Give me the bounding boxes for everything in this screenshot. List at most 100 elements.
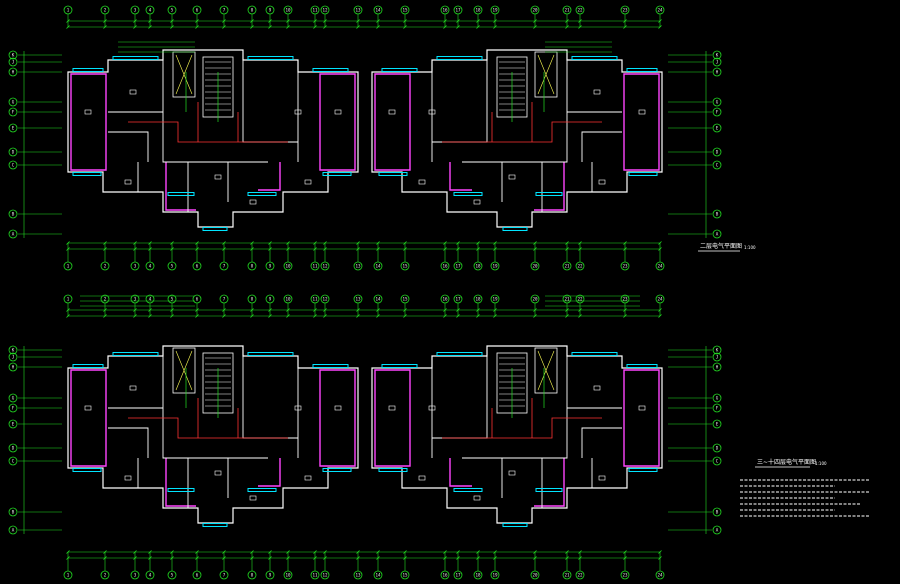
dimension-tick: [623, 241, 627, 245]
dimension-tick: [222, 314, 226, 318]
dimension-tick: [456, 314, 460, 318]
dimension-tick: [403, 241, 407, 245]
upper-column-bubble: 11: [310, 5, 320, 15]
lower-column-bubble: 12: [320, 294, 330, 304]
axis-label: 20: [532, 8, 538, 13]
lower-column-bubble: 20: [530, 570, 540, 580]
axis-label: E: [12, 422, 15, 427]
dimension-tick: [66, 556, 70, 560]
lower-column-bubble: 20: [530, 294, 540, 304]
design-notes: [740, 479, 870, 517]
lower-unit-left: [67, 345, 359, 527]
upper-column-bubble: 8: [247, 5, 257, 15]
fixture-symbol: [418, 179, 426, 185]
axis-label: B: [12, 212, 15, 217]
axis-label: A: [716, 232, 719, 237]
axis-label: 1: [67, 8, 70, 13]
dimension-tick: [133, 19, 137, 23]
axis-label: 12: [322, 8, 328, 13]
axis-label: 15: [402, 8, 408, 13]
upper-column-bubble: 10: [283, 261, 293, 271]
dimension-tick: [195, 314, 199, 318]
axis-label: 3: [134, 8, 137, 13]
dimension-tick: [623, 550, 627, 554]
dimension-tick: [148, 241, 152, 245]
upper-row-bubble-left: E: [8, 123, 18, 133]
dimension-tick: [313, 550, 317, 554]
dimension-tick: [103, 314, 107, 318]
axis-label: 1: [67, 264, 70, 269]
window: [378, 468, 408, 472]
exterior-wall: [371, 49, 663, 228]
axis-label: 3: [134, 297, 137, 302]
lower-plan-title-block: 三~十四层电气平面图 1:100: [755, 458, 827, 468]
window: [322, 468, 352, 472]
dimension-tick: [133, 241, 137, 245]
dimension-tick: [456, 241, 460, 245]
lower-plan-scale: 1:100: [815, 461, 827, 466]
fixture-symbol: [294, 405, 302, 411]
dimension-tick: [66, 241, 70, 245]
exterior-wall: [371, 345, 663, 524]
window: [72, 364, 104, 368]
dimension-tick: [268, 25, 272, 29]
axis-label: G: [716, 100, 719, 105]
fixture-symbol: [473, 495, 481, 501]
axis-label: 2: [104, 264, 107, 269]
upper-column-bubble: 20: [530, 261, 540, 271]
dimension-tick: [356, 25, 360, 29]
bedroom-partition: [623, 369, 660, 467]
axis-label: 20: [532, 264, 538, 269]
dimension-tick: [222, 19, 226, 23]
dimension-tick: [376, 308, 380, 312]
upper-unit-right: [371, 49, 663, 231]
dimension-tick: [313, 19, 317, 23]
axis-label: 5: [171, 8, 174, 13]
electrical-circuit: [128, 398, 288, 439]
fixture-symbol: [334, 405, 342, 411]
fixture-symbol: [418, 475, 426, 481]
dimension-tick: [356, 247, 360, 251]
lower-column-bubble: 6: [192, 570, 202, 580]
axis-label: 18: [475, 297, 481, 302]
axis-label: 19: [492, 573, 498, 578]
axis-label: 10: [285, 264, 291, 269]
upper-row-bubble-left: G: [8, 97, 18, 107]
lower-row-bubble-right: B: [712, 507, 722, 517]
dimension-tick: [493, 556, 497, 560]
lower-column-bubble: 9: [265, 294, 275, 304]
axis-label: 7: [223, 264, 226, 269]
dimension-tick: [658, 308, 662, 312]
axis-label: H: [716, 70, 719, 75]
fixture-symbol: [638, 405, 646, 411]
axis-label: 12: [322, 297, 328, 302]
axis-label: 2: [104, 297, 107, 302]
upper-column-bubble: 20: [530, 5, 540, 15]
axis-label: 19: [492, 297, 498, 302]
axis-label: 12: [322, 264, 328, 269]
elevator-shaft: [534, 347, 558, 394]
lower-row-bubble-right: E: [712, 419, 722, 429]
lower-row-bubble-left: F: [8, 403, 18, 413]
upper-column-bubble: 2: [100, 5, 110, 15]
axis-label: 4: [149, 297, 152, 302]
window: [502, 523, 528, 527]
lower-column-bubble: 7: [219, 570, 229, 580]
axis-label: 16: [442, 297, 448, 302]
upper-column-bubble: 6: [192, 261, 202, 271]
window: [571, 352, 618, 356]
lower-column-bubble: 17: [453, 570, 463, 580]
dimension-tick: [195, 19, 199, 23]
dimension-tick: [476, 19, 480, 23]
axis-label: F: [716, 110, 719, 115]
axis-label: 5: [171, 573, 174, 578]
window: [571, 56, 618, 60]
axis-label: J: [716, 60, 719, 65]
dimension-tick: [456, 247, 460, 251]
upper-row-bubble-left: F: [8, 107, 18, 117]
dimension-tick: [222, 25, 226, 29]
dimension-tick: [493, 314, 497, 318]
dimension-tick: [268, 308, 272, 312]
lower-column-bubble: 18: [473, 294, 483, 304]
